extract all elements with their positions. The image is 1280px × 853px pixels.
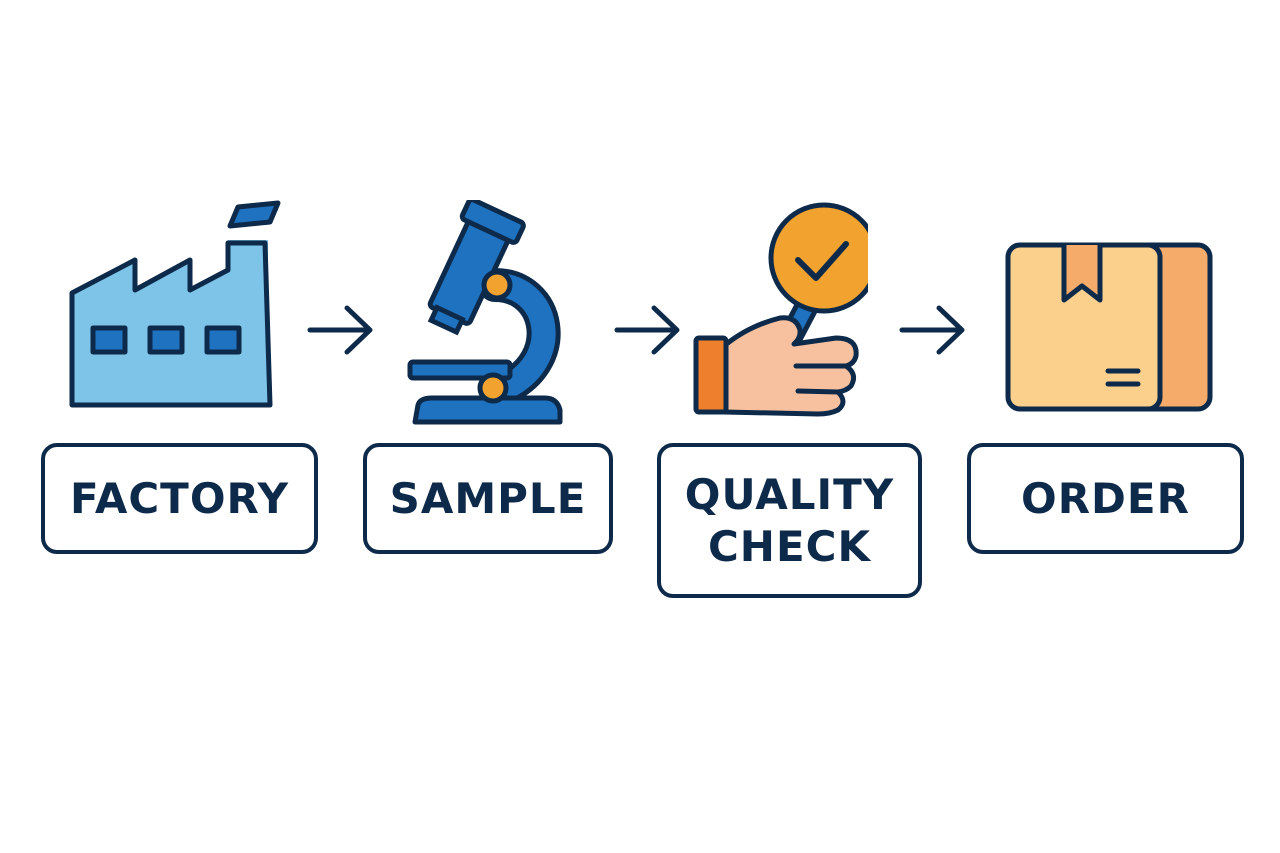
sample-label-text: SAMPLE [389, 473, 587, 523]
package-box-icon [1005, 242, 1213, 412]
step-label-sample: SAMPLE [363, 443, 613, 554]
order-label-text: ORDER [1021, 473, 1190, 523]
step-label-quality-check: QUALITY CHECK [657, 443, 922, 598]
step-label-order: ORDER [967, 443, 1244, 554]
microscope-icon [407, 200, 563, 425]
step-label-factory: FACTORY [41, 443, 318, 554]
arrow-right-icon [307, 305, 373, 355]
factory-label-text: FACTORY [69, 473, 289, 523]
quality-check-label-text: QUALITY CHECK [684, 469, 895, 571]
hand-checkmark-icon [693, 202, 868, 417]
arrow-right-icon [899, 305, 965, 355]
factory-icon [69, 200, 281, 408]
arrow-right-icon [614, 305, 680, 355]
